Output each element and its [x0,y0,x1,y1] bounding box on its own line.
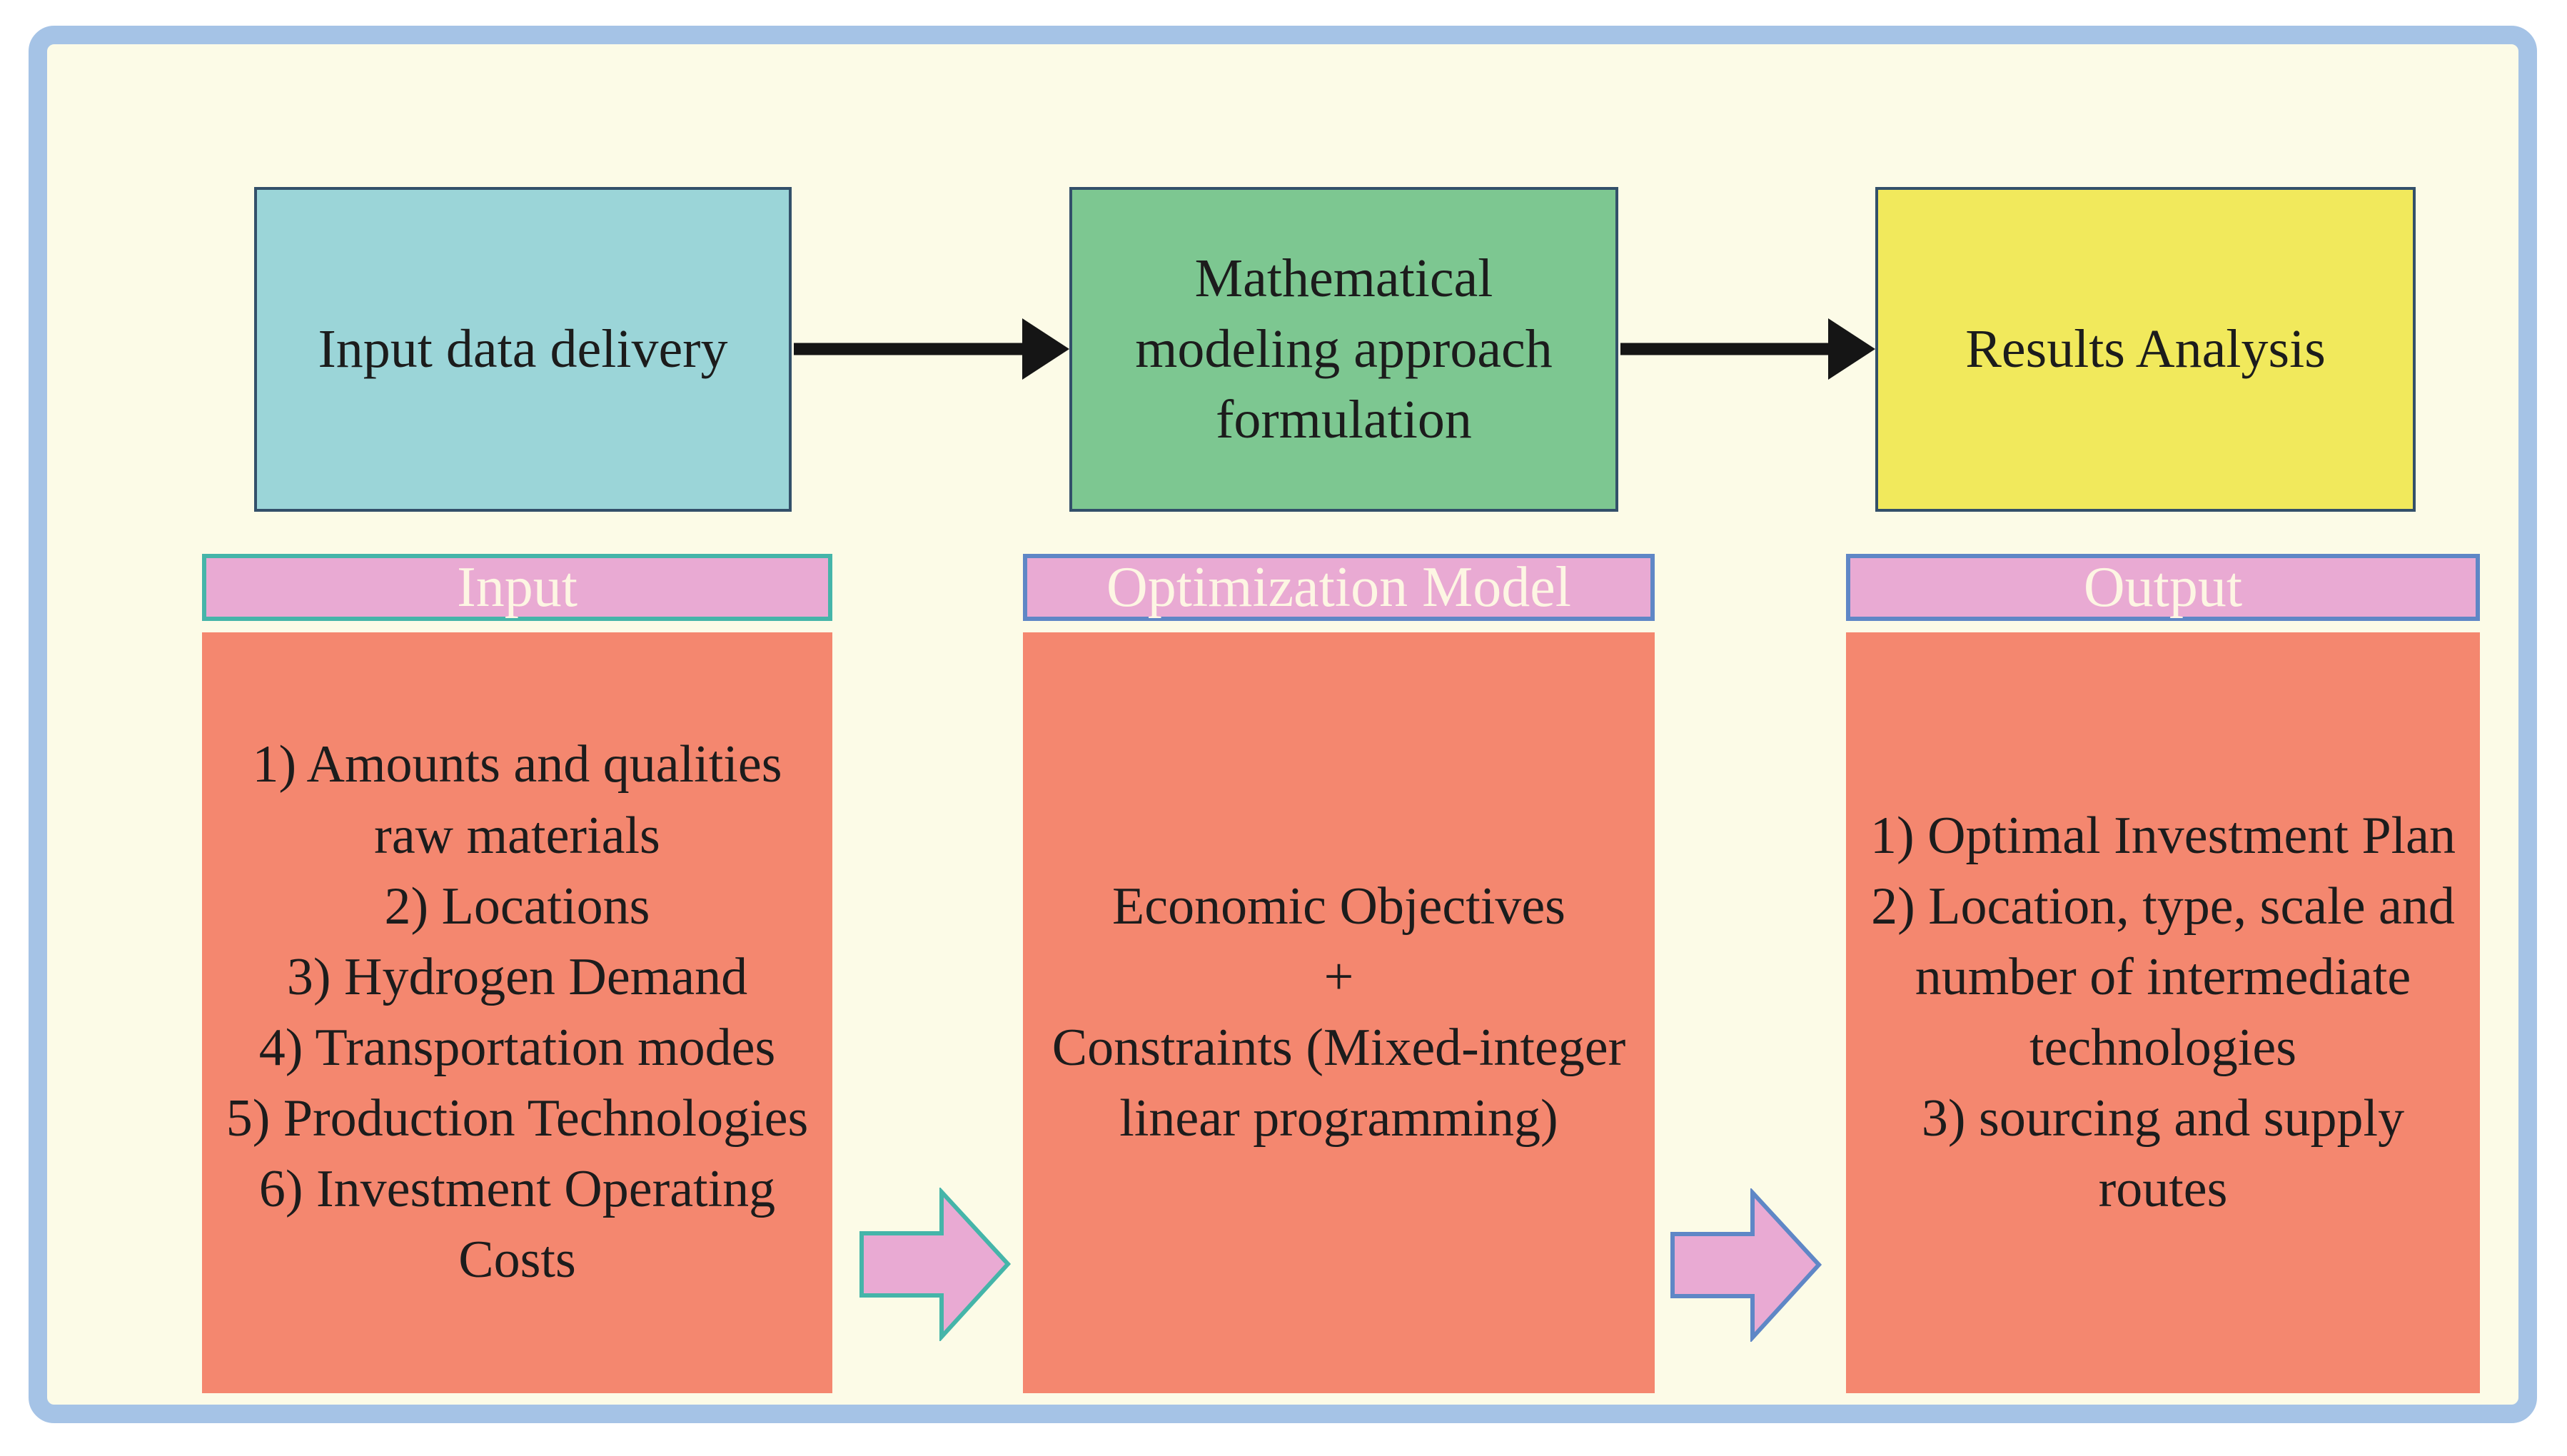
output-item: 1) Optimal Investment Plan [1870,806,2456,865]
input-item: 6) Investment Operating Costs [258,1160,776,1290]
input-item: 5) Production Technologies [226,1089,809,1148]
input-item: 4) Transportation modes [258,1018,776,1077]
column-body-output: 1) Optimal Investment Plan 2) Location, … [1846,632,2480,1393]
optimization-item: Economic Objectives [1112,876,1565,936]
flow-step-label: Results Analysis [1965,319,2326,380]
flow-step-label: Input data delivery [318,319,728,380]
input-item: 3) Hydrogen Demand [286,947,748,1006]
flow-arrow-2-icon [1620,317,1875,381]
block-arrow-model-to-output-icon [1670,1188,1822,1342]
column-header-label: Optimization Model [1106,555,1571,619]
column-header-optimization-model: Optimization Model [1023,554,1655,621]
optimization-item: Constraints (Mixed-integer linear progra… [1051,1018,1626,1148]
flow-arrow-2-head [1828,318,1875,380]
input-item: 1) Amounts and qualities raw materials [252,735,782,865]
output-item: 3) sourcing and supply routes [1921,1089,2405,1219]
block-arrow-shape [859,1188,1012,1341]
column-body-optimization-model: Economic Objectives + Constraints (Mixed… [1023,632,1655,1393]
block-arrow-shape [1670,1188,1822,1342]
column-header-label: Input [457,555,578,619]
flow-arrow-1-icon [794,317,1069,381]
flow-step-label: Mathematical modeling approach formulati… [1135,248,1553,450]
flow-step-input-data-delivery: Input data delivery [254,187,792,512]
flow-step-mathematical-modeling: Mathematical modeling approach formulati… [1069,187,1618,512]
flow-step-results-analysis: Results Analysis [1875,187,2416,512]
flow-arrow-1-head [1022,318,1069,380]
optimization-item: + [1323,947,1354,1006]
flow-arrow-2-shaft [1620,343,1834,355]
column-body-input: 1) Amounts and qualities raw materials 2… [202,632,832,1393]
column-header-output: Output [1846,554,2480,621]
column-header-label: Output [2083,555,2243,619]
diagram-frame: Input data delivery Mathematical modelin… [29,26,2537,1423]
block-arrow-input-to-model-icon [859,1188,1012,1341]
output-item: 2) Location, type, scale and number of i… [1871,876,2455,1077]
flow-arrow-1-shaft [794,343,1028,355]
input-item: 2) Locations [384,876,650,936]
column-header-input: Input [202,554,832,621]
